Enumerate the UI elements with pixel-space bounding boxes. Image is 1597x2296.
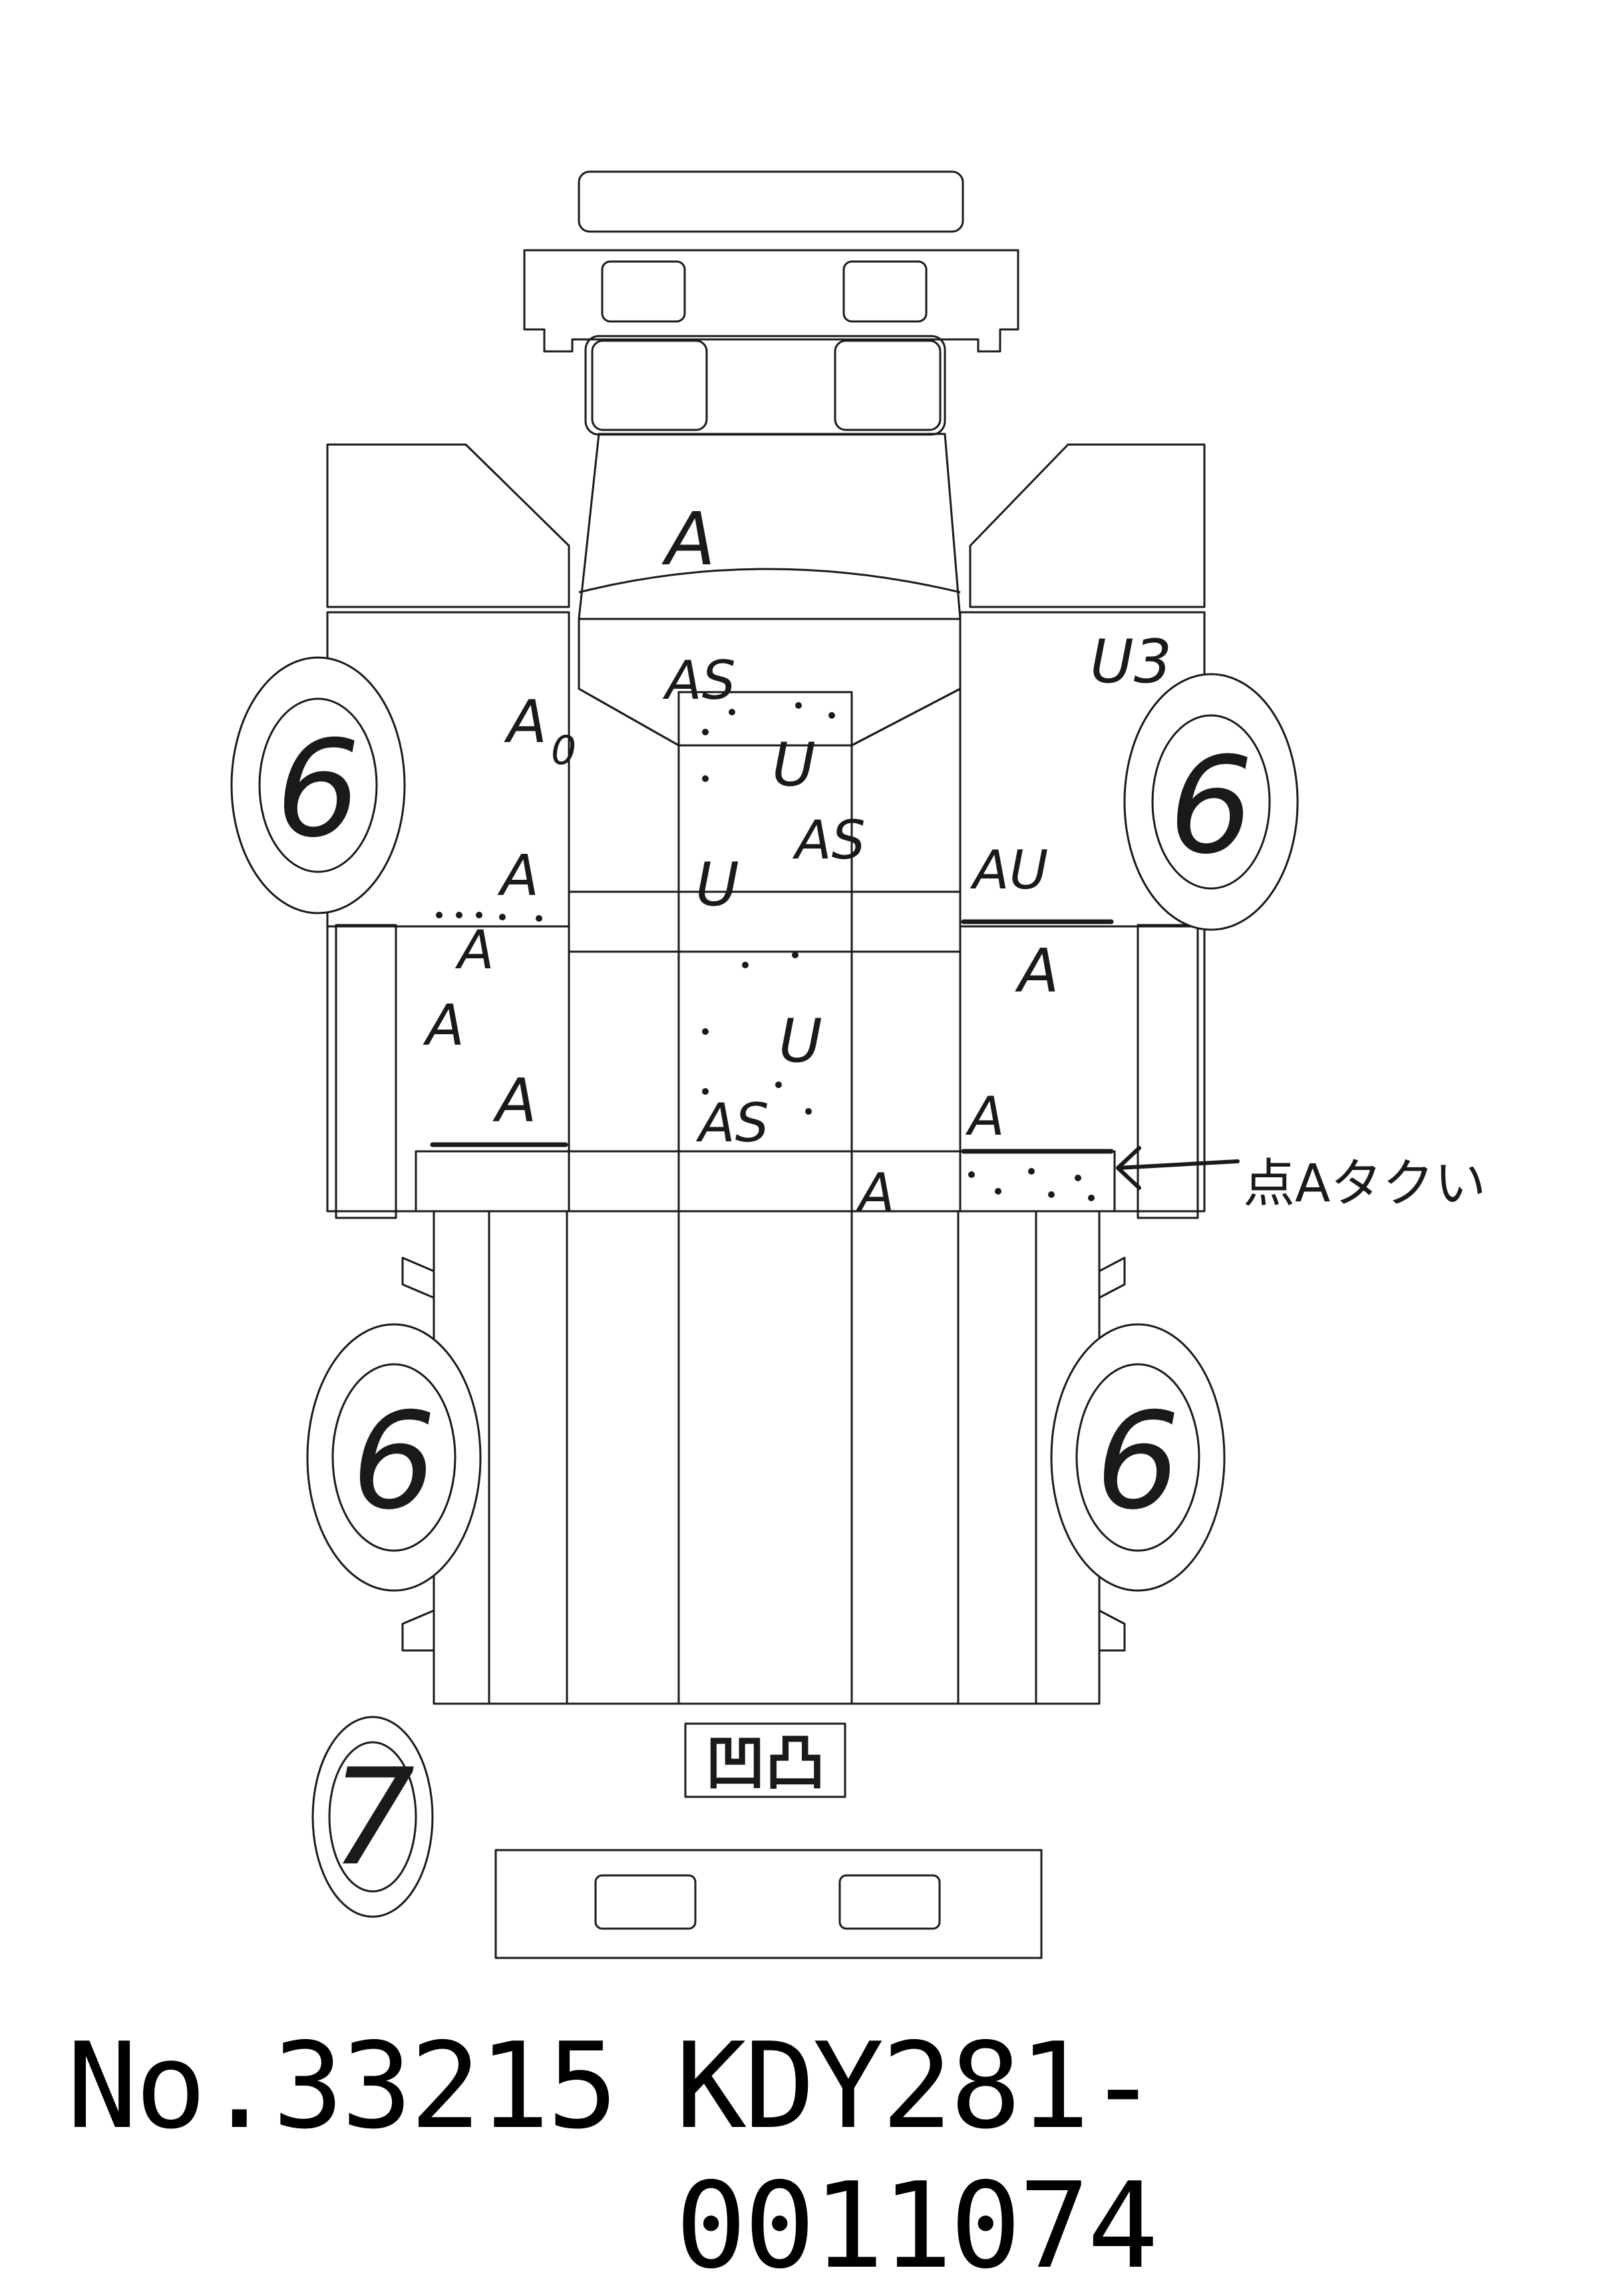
svg-text:6: 6 xyxy=(275,712,360,867)
label-right-fender: U3 xyxy=(1090,627,1172,697)
label-floor-u2: U xyxy=(695,850,739,920)
damage-marks xyxy=(430,919,1240,1190)
label-left-door-bottom: A xyxy=(492,1066,537,1136)
label-left-fender: A xyxy=(504,687,547,756)
cowl xyxy=(578,618,962,1211)
label-floor-as2: AS xyxy=(695,1092,769,1154)
tire-spare: 7 xyxy=(311,1716,434,1918)
svg-text:6: 6 xyxy=(1168,729,1253,884)
label-rocker-right: A xyxy=(855,1162,895,1224)
tire-rear-right: 6 xyxy=(1050,1323,1226,1592)
dent-dots xyxy=(436,702,1095,1201)
label-left-door-top: A xyxy=(497,843,539,909)
tire-front-right: 6 xyxy=(1123,673,1299,931)
label-side-note: 点Aタクい xyxy=(1243,1154,1486,1214)
svg-text:6: 6 xyxy=(1095,1384,1180,1539)
rear-bumper xyxy=(494,1849,1043,1959)
front-fenders xyxy=(326,443,1206,608)
cargo-bed xyxy=(401,1210,1126,1705)
stamp-box: 凹凸 xyxy=(684,1722,846,1798)
hood xyxy=(578,433,962,620)
label-right-door-top: AU xyxy=(970,839,1048,901)
label-left-door-a1: A xyxy=(454,919,494,981)
label-right-door-bottom: A xyxy=(965,1085,1005,1147)
grille xyxy=(584,335,946,436)
label-left-fender-mark: 0 xyxy=(551,727,576,774)
svg-text:7: 7 xyxy=(330,1740,415,1895)
label-floor-as1: AS xyxy=(792,809,866,871)
label-floor-u1: U xyxy=(772,730,816,800)
svg-text:6: 6 xyxy=(351,1384,436,1539)
label-cowl-center: AS xyxy=(662,650,736,711)
label-right-door-mid: A xyxy=(1015,936,1059,1006)
label-hood: A xyxy=(661,496,715,582)
label-left-door-a2: A xyxy=(423,993,464,1059)
front-bumper xyxy=(523,170,1019,353)
tire-rear-left: 6 xyxy=(306,1323,482,1592)
chassis-number: KDY281-0011074 xyxy=(675,2017,1158,2295)
label-floor-u3: U xyxy=(779,1006,822,1076)
stamp-label: 凹凸 xyxy=(705,1728,825,1798)
rocker xyxy=(415,1150,1116,1213)
tire-front-left: 6 xyxy=(230,656,406,914)
lot-number: No.33215 xyxy=(67,2017,618,2155)
